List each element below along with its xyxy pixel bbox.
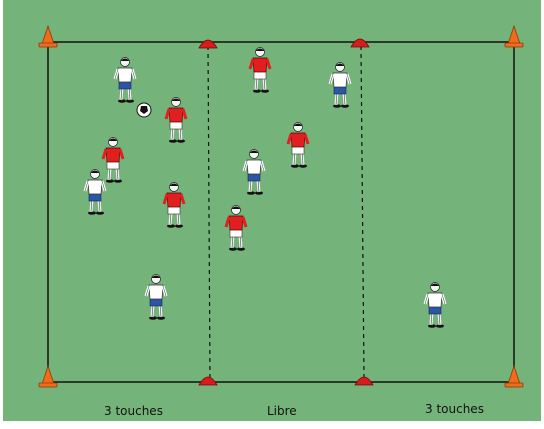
pitch-background — [3, 0, 541, 421]
field-boundary — [47, 41, 515, 383]
zone-label-left: 3 touches — [104, 404, 163, 418]
zone-label-right: 3 touches — [425, 402, 484, 416]
ball-icon — [136, 102, 152, 118]
zone-label-center: Libre — [267, 404, 297, 418]
